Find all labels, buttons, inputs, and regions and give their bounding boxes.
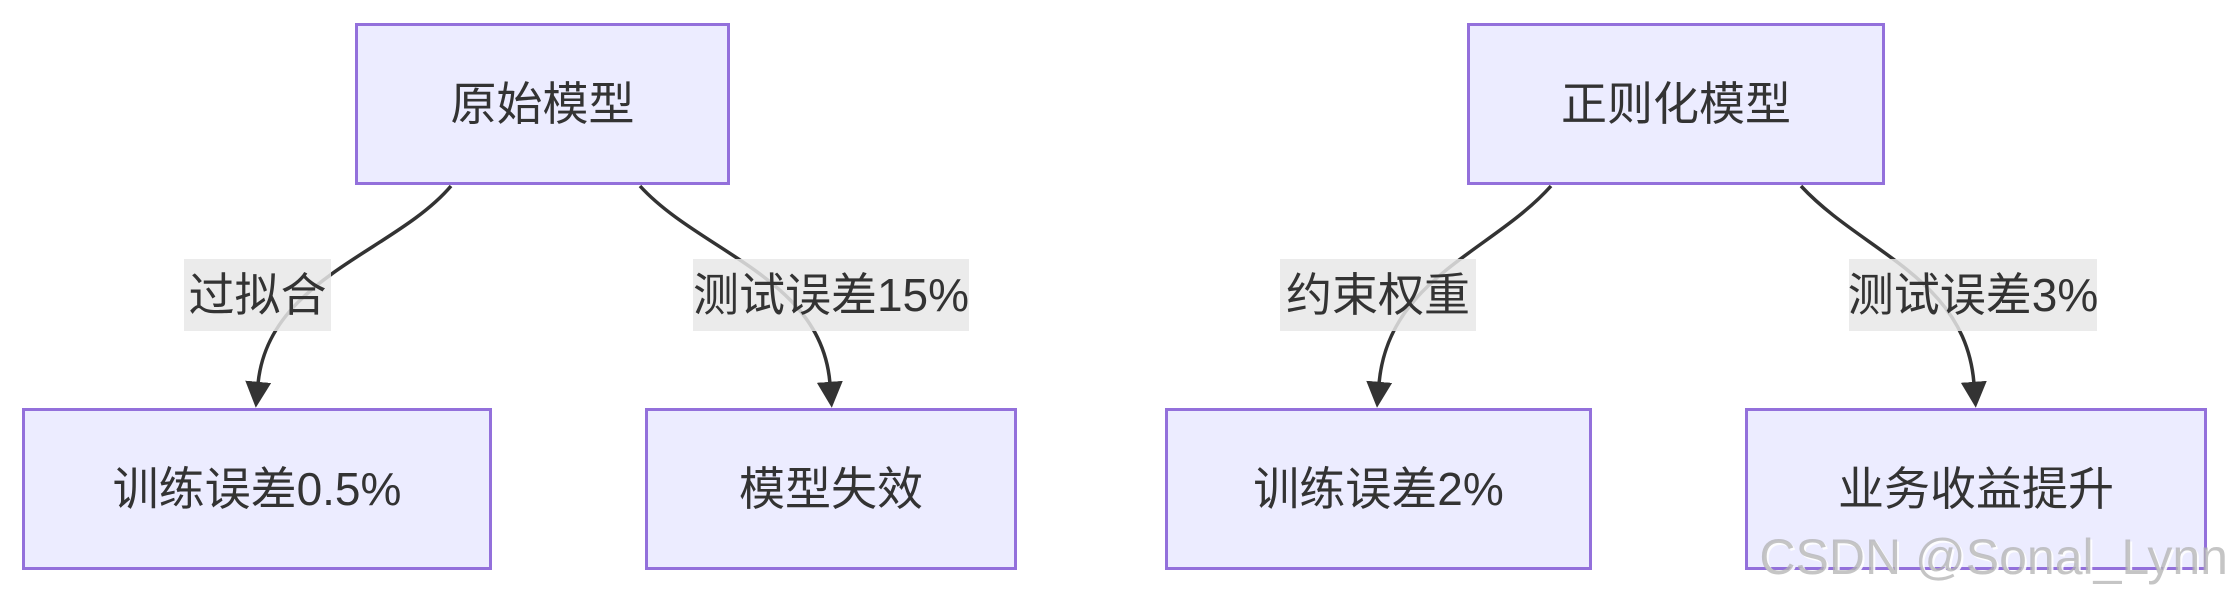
node-label: 训练误差2%	[1253, 463, 1504, 515]
edge-label-test-error-15pct: 测试误差15%	[693, 259, 969, 331]
node-label: 训练误差0.5%	[112, 463, 402, 515]
node-regularized-model: 正则化模型	[1467, 23, 1885, 185]
csdn-watermark: CSDN @Sonal_Lynn	[1759, 529, 2228, 585]
node-label: 业务收益提升	[1838, 463, 2114, 515]
edge-label-text: 过拟合	[188, 269, 327, 321]
edge-label-overfitting: 过拟合	[184, 259, 331, 331]
node-label: 正则化模型	[1561, 78, 1791, 130]
node-business-gain: 业务收益提升	[1745, 408, 2207, 570]
node-label: 原始模型	[450, 78, 635, 130]
edge-label-text: 测试误差3%	[1847, 269, 2099, 321]
node-training-error-0-5pct: 训练误差0.5%	[22, 408, 492, 570]
edge-label-test-error-3pct: 测试误差3%	[1847, 259, 2099, 331]
node-training-error-2pct: 训练误差2%	[1165, 408, 1592, 570]
edge-label-constrain-weights: 约束权重	[1280, 259, 1476, 331]
node-original-model: 原始模型	[355, 23, 730, 185]
node-model-failure: 模型失效	[645, 408, 1017, 570]
edge-label-text: 约束权重	[1286, 269, 1470, 321]
node-label: 模型失效	[739, 463, 923, 515]
edge-label-text: 测试误差15%	[692, 269, 970, 321]
